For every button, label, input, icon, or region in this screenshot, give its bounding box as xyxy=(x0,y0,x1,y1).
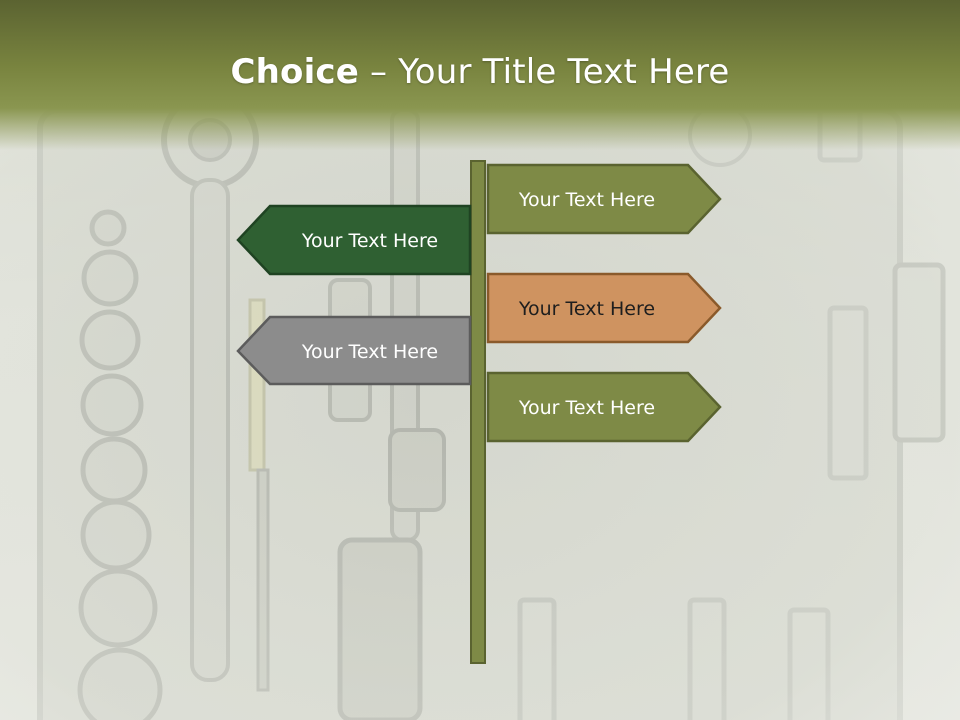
title-banner: Choice – Your Title Text Here xyxy=(0,0,960,150)
sign-arrow-4[interactable] xyxy=(236,315,472,386)
sign-label-1: Your Text Here xyxy=(518,189,656,211)
sign-label-3: Your Text Here xyxy=(518,298,656,320)
sign-label-4: Your Text Here xyxy=(301,341,439,363)
sign-arrow-2[interactable] xyxy=(236,204,472,276)
title-bold: Choice xyxy=(230,52,360,92)
sign-arrow-5[interactable] xyxy=(486,371,722,443)
title-rest: – Your Title Text Here xyxy=(359,52,730,92)
slide-title: Choice – Your Title Text Here xyxy=(0,52,960,92)
sign-label-2: Your Text Here xyxy=(301,230,439,252)
sign-label-5: Your Text Here xyxy=(518,397,656,419)
signpost-pole xyxy=(470,160,486,664)
sign-arrow-1[interactable] xyxy=(486,163,722,235)
sign-arrow-3[interactable] xyxy=(486,272,722,344)
